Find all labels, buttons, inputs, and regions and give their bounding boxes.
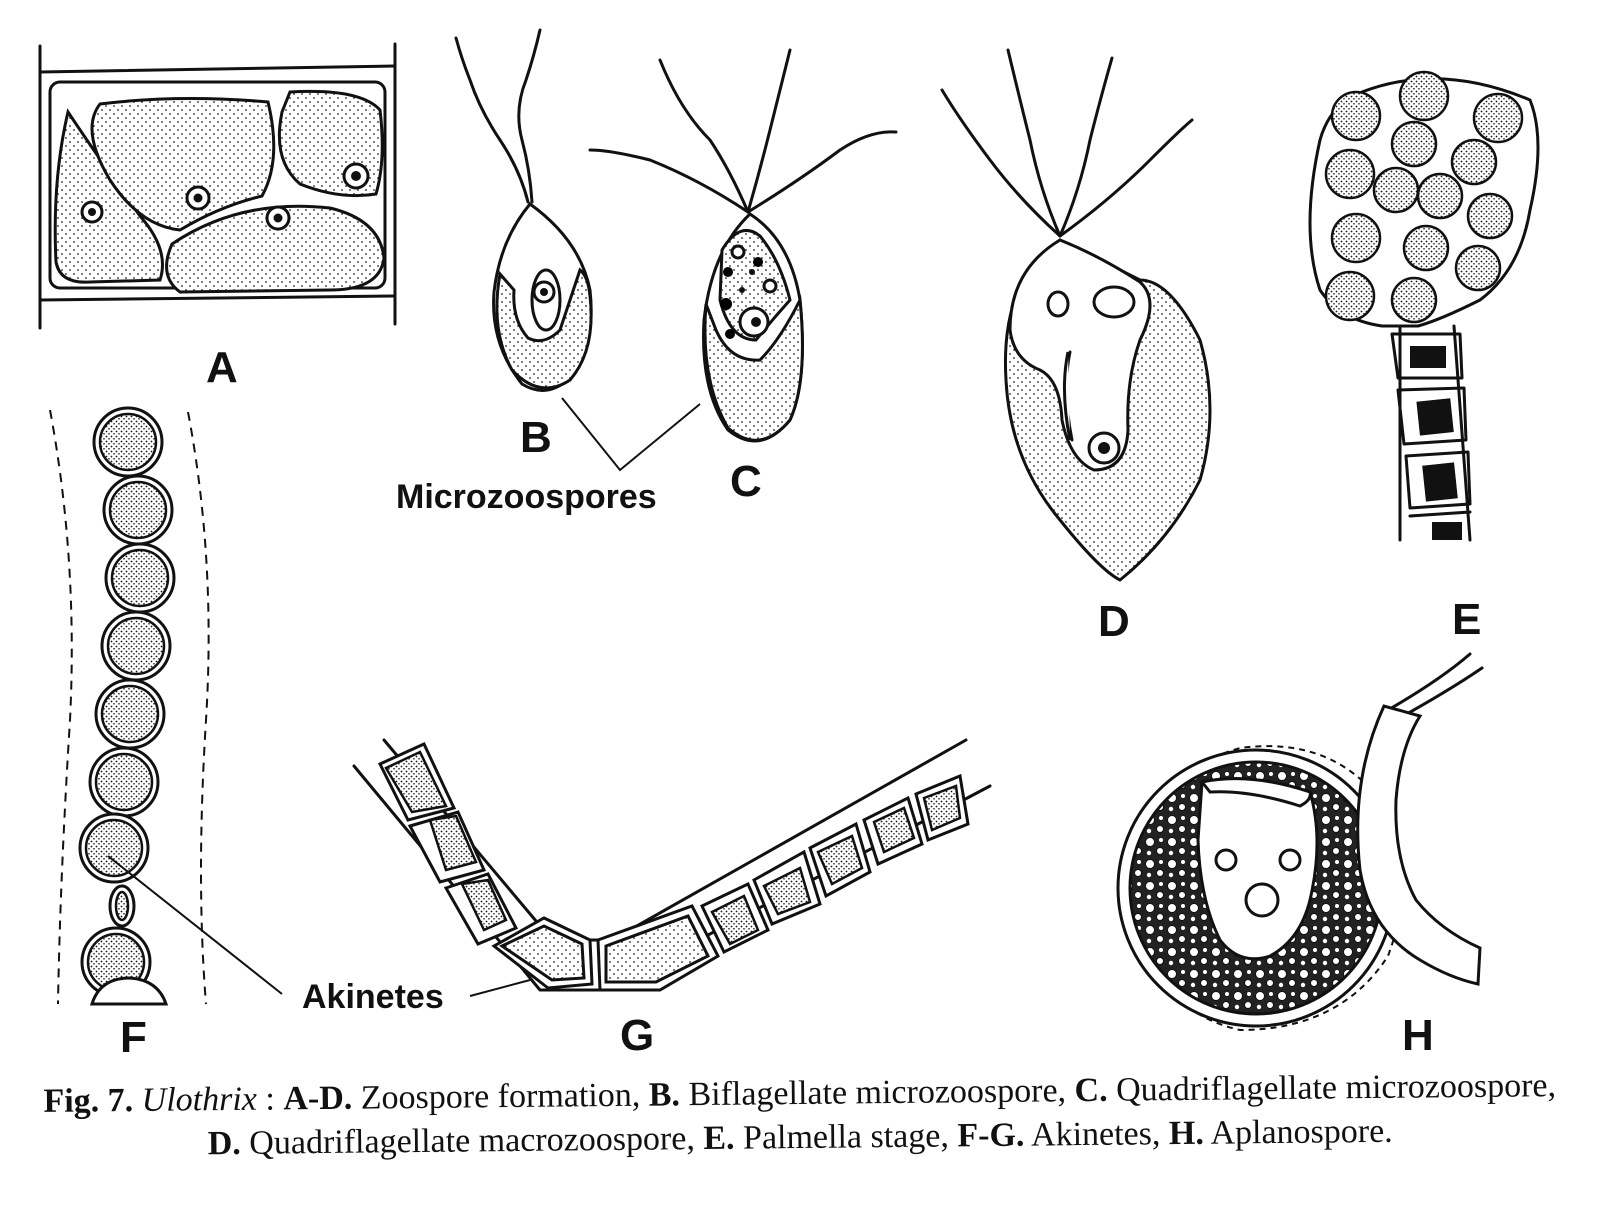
panel-c-drawing bbox=[588, 48, 898, 443]
caption-separator: : bbox=[256, 1080, 284, 1118]
microzoospores-pointer bbox=[561, 397, 701, 472]
caption-b-label: B. bbox=[648, 1076, 681, 1114]
figure-caption: Fig. 7. Ulothrix : A-D. Zoospore formati… bbox=[30, 1064, 1571, 1168]
akinetes-label: Akinetes bbox=[302, 978, 444, 1016]
caption-fig-label: Fig. 7. bbox=[43, 1081, 134, 1120]
panel-label-h: H bbox=[1402, 1011, 1434, 1060]
panel-label-e: E bbox=[1452, 595, 1481, 644]
microzoospores-label: Microzoospores bbox=[396, 478, 657, 516]
filament-cells bbox=[377, 742, 970, 992]
panel-f-drawing bbox=[49, 406, 210, 1006]
panel-label-f: F bbox=[120, 1013, 147, 1062]
panel-label-d: D bbox=[1098, 597, 1130, 646]
caption-c-label: C. bbox=[1074, 1071, 1108, 1110]
caption-d-label: D. bbox=[207, 1124, 242, 1163]
caption-h-text: Aplanospore. bbox=[1203, 1112, 1393, 1152]
panel-b-drawing bbox=[454, 28, 593, 392]
panel-d-drawing bbox=[940, 48, 1212, 582]
panel-g-drawing bbox=[352, 738, 992, 992]
caption-a-d-label: A-D. bbox=[283, 1079, 353, 1118]
panel-label-b: B bbox=[520, 413, 552, 462]
caption-c-text: Quadriflagellate microzoospore, bbox=[1107, 1067, 1557, 1109]
akinetes-pointer bbox=[107, 855, 531, 997]
caption-genus: Ulothrix bbox=[141, 1080, 258, 1119]
palmella-cells bbox=[1324, 70, 1524, 324]
akinete-cells bbox=[78, 406, 176, 1006]
panel-e-drawing bbox=[1308, 70, 1540, 542]
caption-h-label: H. bbox=[1168, 1114, 1205, 1153]
caption-d-text: Quadriflagellate macrozoospore, bbox=[240, 1120, 704, 1162]
panel-a-drawing bbox=[38, 42, 397, 330]
caption-e-label: E. bbox=[703, 1119, 735, 1158]
caption-f-g-text: Akinetes, bbox=[1024, 1115, 1170, 1154]
panel-label-a: A bbox=[206, 343, 238, 392]
caption-b-text: Biflagellate microzoospore, bbox=[679, 1072, 1075, 1114]
caption-a-d-text: Zoospore formation, bbox=[352, 1076, 649, 1117]
panel-label-g: G bbox=[620, 1011, 654, 1060]
caption-e-text: Palmella stage, bbox=[734, 1117, 958, 1157]
caption-f-g-label: F-G. bbox=[957, 1116, 1025, 1155]
panel-h-drawing bbox=[1116, 652, 1484, 1032]
panel-label-c: C bbox=[730, 457, 762, 506]
